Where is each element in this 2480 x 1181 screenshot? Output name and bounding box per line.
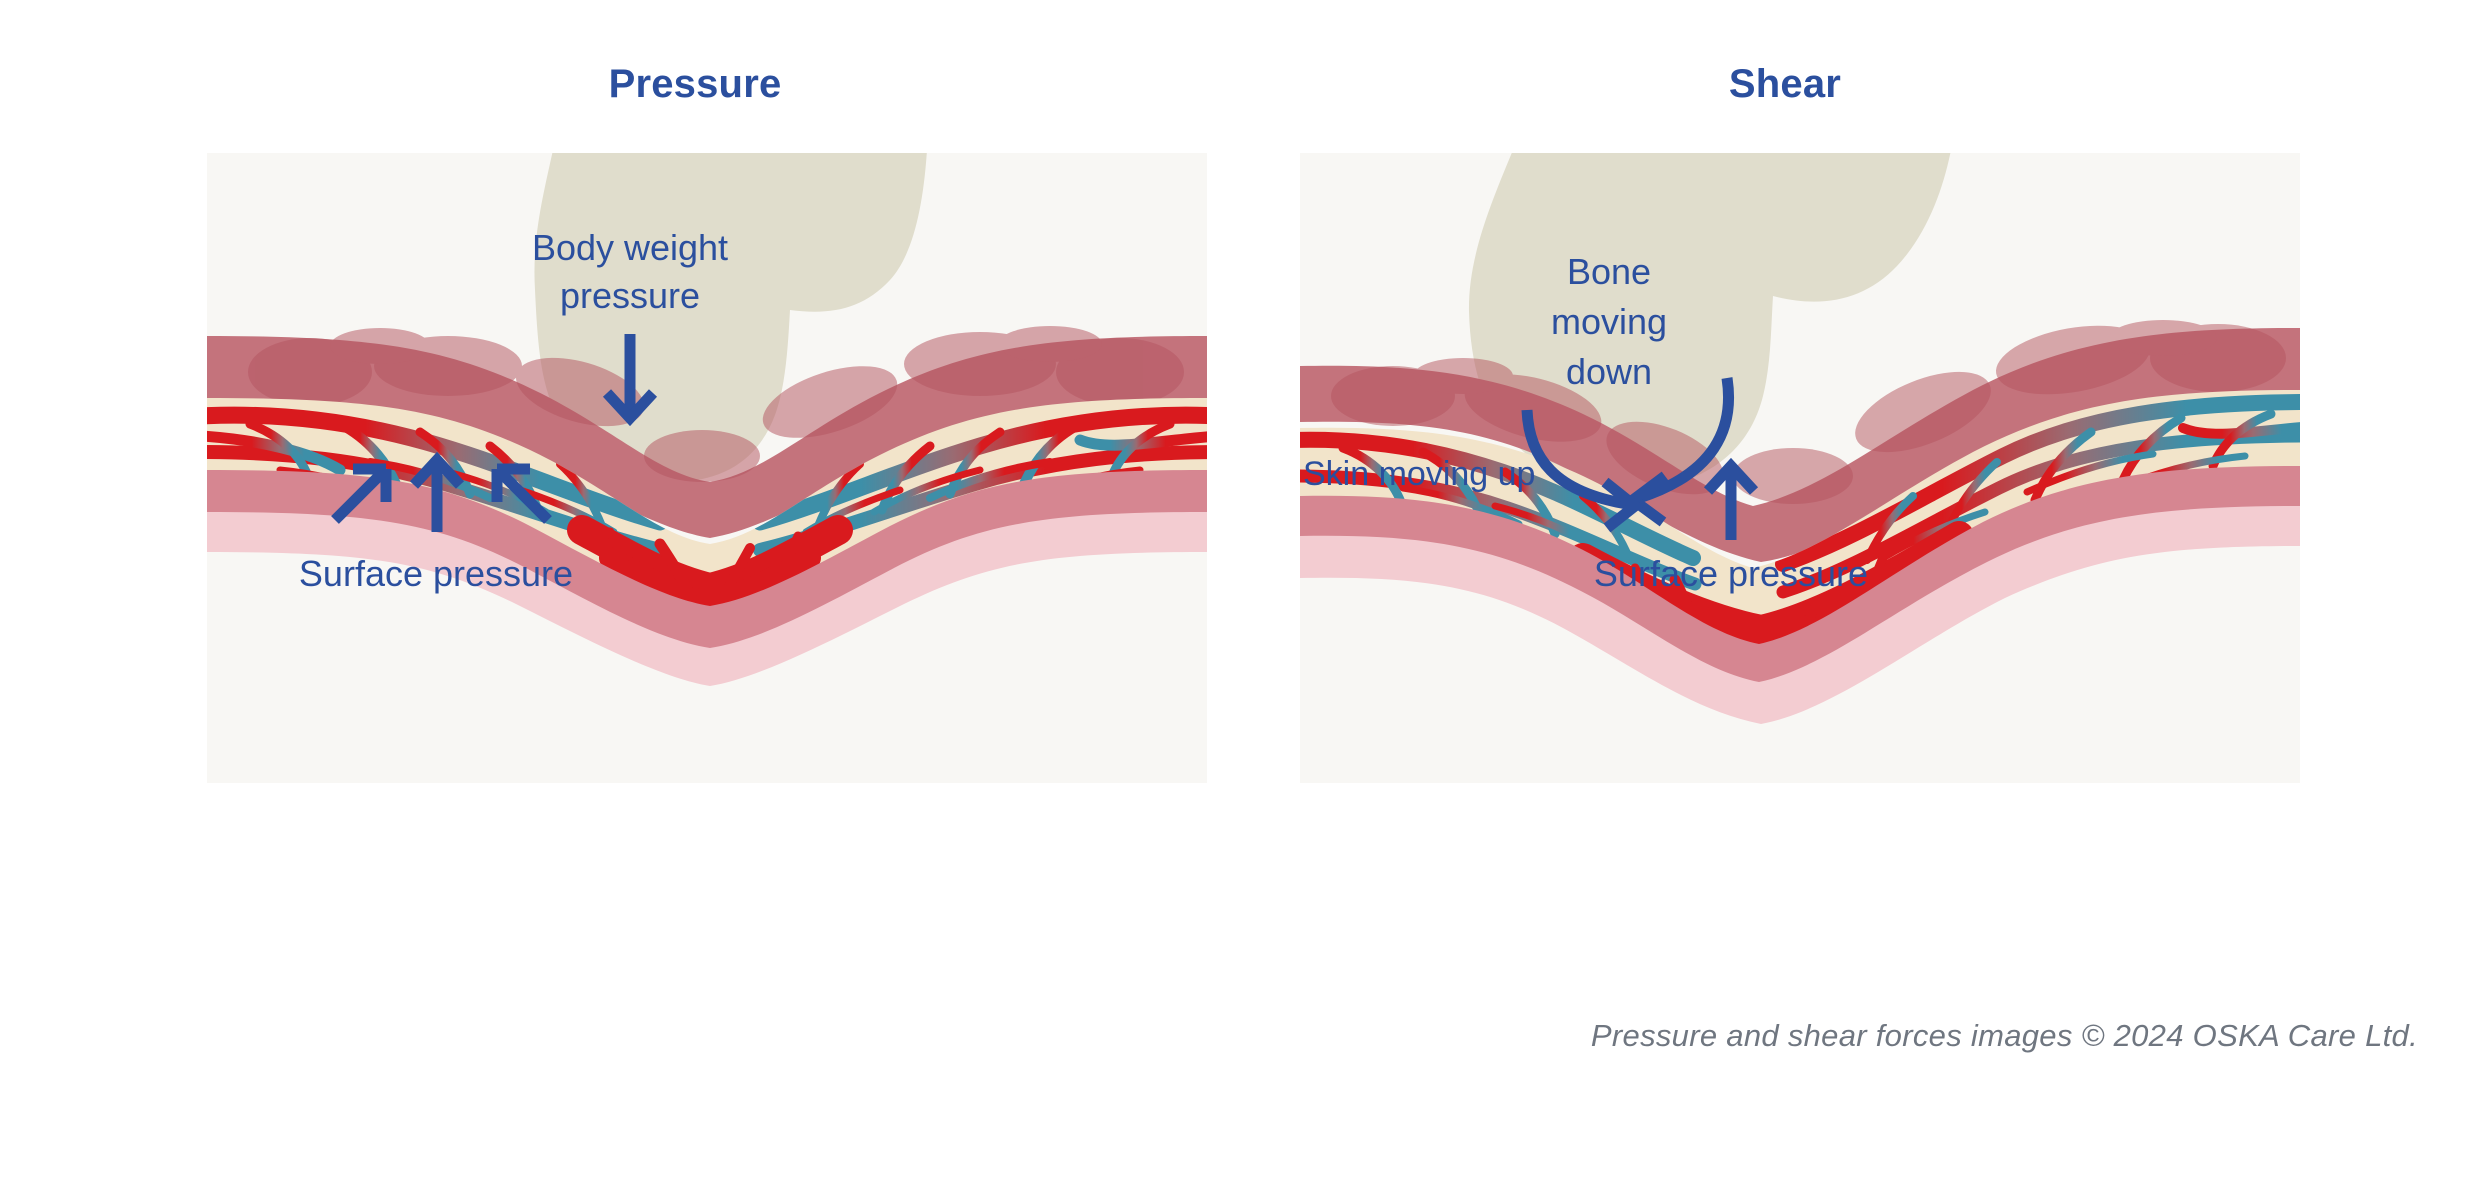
bone-moving-down-line2: moving: [1551, 301, 1667, 342]
curved-arrow-right-icon: [1521, 409, 1644, 533]
surface-pressure-label: Surface pressure: [299, 553, 573, 594]
arrow-up-icon: [1703, 457, 1759, 540]
fat-capillary-layer-pressure: [207, 398, 1207, 624]
panel-title-pressure: Pressure: [608, 62, 782, 106]
body-weight-pressure-line1: Body weight: [532, 227, 728, 268]
surface-pressure-label-shear: Surface pressure: [1594, 553, 1868, 594]
bone-moving-down-line3: down: [1566, 351, 1652, 392]
annotation-surface-pressure-shear: Surface pressure: [1594, 457, 1868, 594]
dermis-layer-shear: [1300, 466, 2300, 688]
annotation-skin-moving-up: Skin moving up: [1303, 409, 1644, 533]
bone-moving-down-line1: Bone: [1567, 251, 1651, 292]
arrow-down-icon: [602, 334, 658, 427]
diagram-pressure: Body weight pressure Surface pressure: [207, 153, 1207, 783]
skin-moving-up-label: Skin moving up: [1303, 455, 1535, 493]
dermis-layer-pressure: [207, 470, 1207, 652]
body-weight-pressure-line2: pressure: [560, 275, 700, 316]
annotation-body-weight-pressure: Body weight pressure: [532, 227, 728, 427]
arrow-up-group-icon: [331, 451, 552, 532]
epidermis-layer-pressure: [207, 512, 1207, 686]
muscle-layer-pressure: [207, 326, 1207, 538]
annotation-surface-pressure-pressure: Surface pressure: [299, 451, 573, 594]
epidermis-layer-shear: [1300, 506, 2300, 724]
panel-title-shear: Shear: [1728, 62, 1842, 106]
copyright-caption: Pressure and shear forces images © 2024 …: [1590, 1018, 2418, 1053]
diagram-shear: Bone moving down Skin moving up Surface …: [1300, 153, 2300, 783]
